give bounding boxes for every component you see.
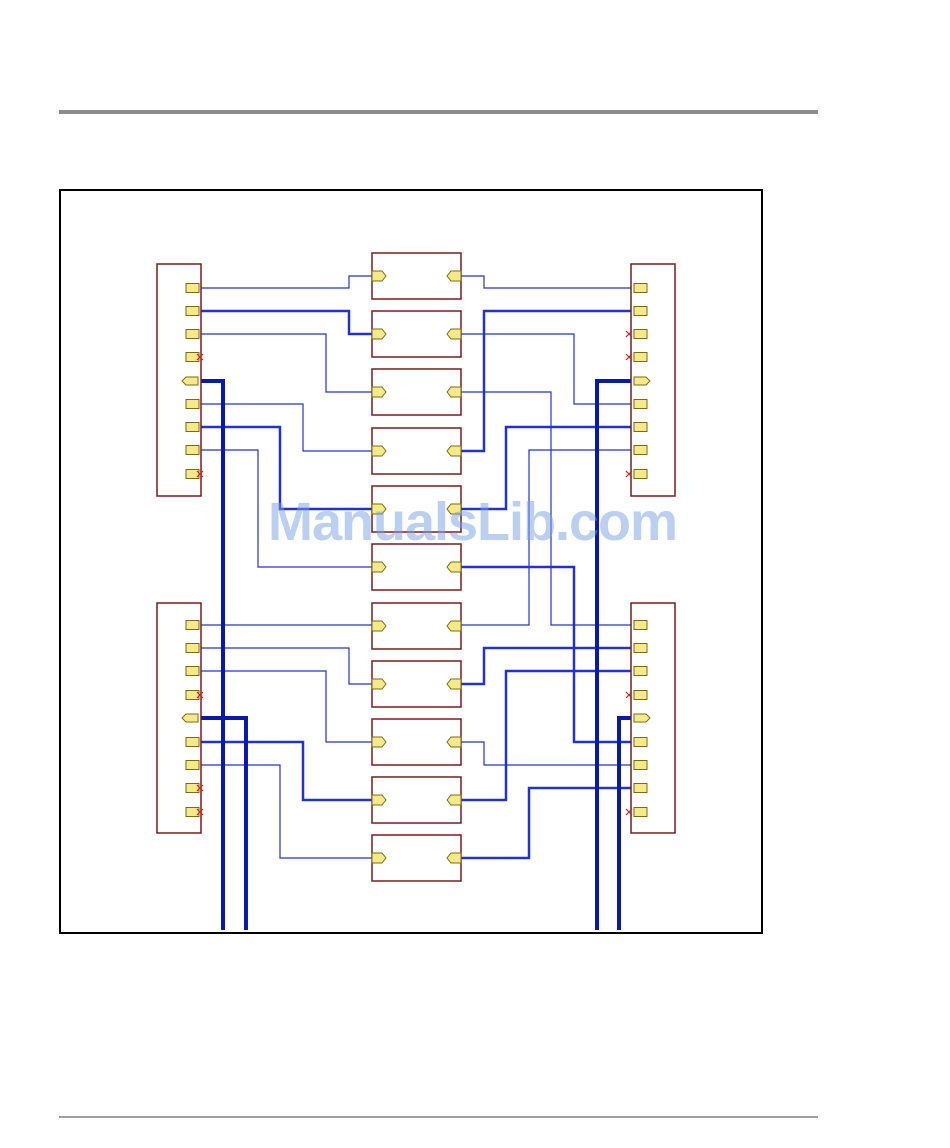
wire-l7-m5 [201,427,372,509]
left-connector-top-pin-2 [186,307,199,316]
right-connector-bottom-pin-9 [634,808,647,817]
left-connector-bottom-pin-2 [186,644,199,653]
left-connector-bottom-pin-7 [186,761,199,770]
left-connector-bottom-pin-6 [186,738,199,747]
right-connector-top-pin-5 [634,377,650,385]
right-connector-bottom-pin-7 [634,761,647,770]
wire-m10-rb3 [461,671,634,800]
left-connector-top-pin-8 [186,446,199,455]
wire-m7-r8 [461,450,634,625]
wire-lb7-m11 [201,765,372,858]
right-connector-top-pin-2 [634,307,647,316]
right-connector-top-pin-3 [634,330,647,339]
left-connector-top-pin-6 [186,400,199,409]
left-connector-bottom-pin-5 [182,714,198,722]
left-connector-top-pin-5 [182,377,198,385]
wire-m8-rb2 [461,648,634,684]
wire-lb6-m10 [201,742,372,800]
wire-lb2-m8 [201,648,372,684]
wire-m6-rb6 [461,567,634,742]
wire-l1-m1 [201,276,372,288]
right-connector-bottom-pin-1 [634,621,647,630]
right-connector-top-pin-8 [634,446,647,455]
left-connector-top-pin-7 [186,423,199,432]
wire-m11-rb8 [461,788,634,858]
right-connector-bottom-pin-2 [634,644,647,653]
right-connector-top-pin-1 [634,284,647,293]
right-connector-bottom-pin-4 [634,691,647,700]
wire-lb3-m9 [201,671,372,742]
bus-right-a [597,381,634,930]
left-connector-bottom-pin-3 [186,667,199,676]
left-connector-bottom-pin-4 [186,691,199,700]
wire-m5-r7 [461,427,634,509]
right-connector-top-pin-6 [634,400,647,409]
right-connector-bottom-pin-8 [634,784,647,793]
left-connector-bottom-pin-9 [186,808,199,817]
right-connector-bottom-pin-6 [634,738,647,747]
right-connector-bottom-pin-5 [634,714,650,722]
right-connector-top-pin-7 [634,423,647,432]
left-connector-bottom-pin-1 [186,621,199,630]
wire-l2-m2 [201,311,372,334]
right-connector-top-pin-4 [634,353,647,362]
left-connector-top-pin-4 [186,353,199,362]
wire-m9-rb7 [461,742,634,765]
right-connector-top-pin-9 [634,470,647,479]
left-connector-bottom-pin-8 [186,784,199,793]
bus-left-a [201,381,223,930]
wire-m2-r6 [461,334,634,404]
right-connector-bottom-pin-3 [634,667,647,676]
left-connector-top-pin-1 [186,284,199,293]
left-connector-top-pin-3 [186,330,199,339]
wire-m1-r1 [461,276,634,288]
left-connector-top-pin-9 [186,470,199,479]
wire-l3-m3 [201,334,372,392]
